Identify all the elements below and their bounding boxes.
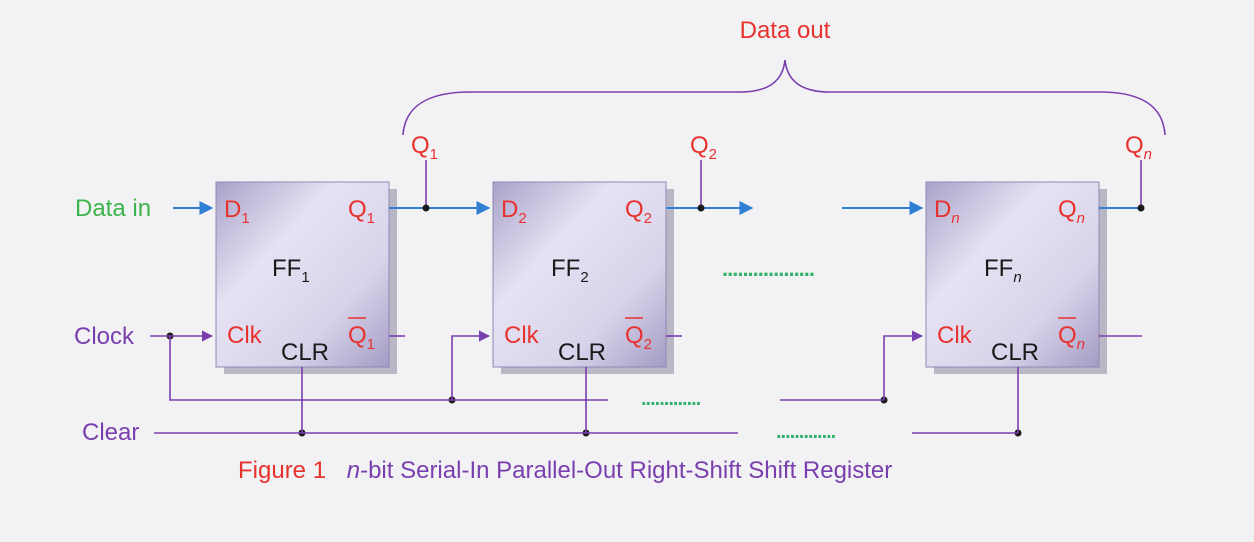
ffn-d-label: Dn [934, 196, 960, 227]
ffn-output-label: Qn [1125, 132, 1152, 163]
ff2-clr-label: CLR [558, 339, 606, 366]
ffn-qbar-label: Qn [1058, 322, 1085, 353]
ffn-name: FFn [984, 255, 1022, 286]
ff2-d-label: D2 [501, 196, 527, 227]
ffn-q-label: Qn [1058, 196, 1085, 227]
ff2-name: FF2 [551, 255, 589, 286]
figure-number: Figure 1 [238, 457, 326, 484]
clear-network [154, 367, 1019, 434]
clear-label: Clear [82, 419, 139, 446]
ff1-clr-label: CLR [281, 339, 329, 366]
ff2-output-label: Q2 [690, 132, 717, 163]
clock-network [150, 330, 924, 401]
ffn-clr-label: CLR [991, 339, 1039, 366]
dots-clock: ............. [641, 388, 701, 410]
caption-n: n [347, 457, 360, 484]
caption-text: -bit Serial-In Parallel-Out Right-Shift … [360, 457, 892, 484]
ffn-clk-label: Clk [937, 322, 973, 349]
data-out-brace [402, 59, 1166, 136]
q-taps [425, 160, 1142, 208]
flip-flop-n [925, 181, 1107, 374]
ff1-clk-label: Clk [227, 322, 263, 349]
flip-flop-2 [492, 181, 674, 374]
data-in-label: Data in [75, 195, 151, 222]
flip-flop-1 [215, 181, 397, 374]
junction-dots [166, 204, 1145, 437]
data-out-label: Data out [740, 17, 831, 44]
ff2-clk-label: Clk [504, 322, 540, 349]
ff2-qbar-label: Q2 [625, 322, 652, 353]
dots-clear: ............. [776, 421, 836, 443]
figure-caption: Figure 1 n-bit Serial-In Parallel-Out Ri… [238, 457, 892, 484]
ff2-q-label: Q2 [625, 196, 652, 227]
ff1-q-label: Q1 [348, 196, 375, 227]
ff1-d-label: D1 [224, 196, 250, 227]
clock-label: Clock [74, 323, 135, 350]
ff1-name: FF1 [272, 255, 310, 286]
ff1-qbar-label: Q1 [348, 322, 375, 353]
dots-middle: .................. [722, 256, 814, 281]
ff1-output-label: Q1 [411, 132, 438, 163]
